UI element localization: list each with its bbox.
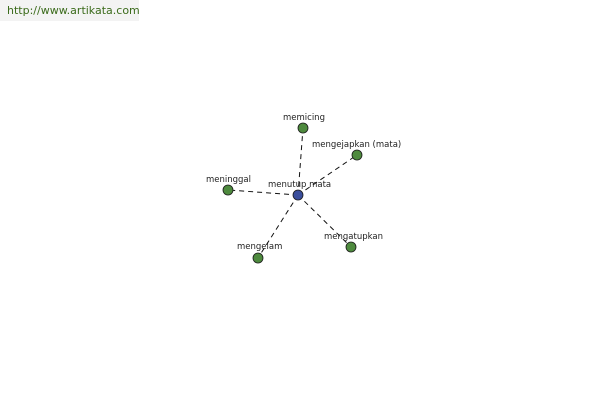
label-mengelam: mengelam — [237, 242, 282, 252]
label-meninggal: meninggal — [206, 175, 251, 185]
node-meninggal[interactable] — [222, 184, 234, 196]
edge-mengelam — [257, 194, 299, 259]
label-mengejapkan: mengejapkan (mata) — [312, 140, 401, 150]
watermark-url[interactable]: http://www.artikata.com — [7, 4, 140, 17]
graph-nodes — [222, 122, 363, 264]
node-mengejapkan[interactable] — [351, 149, 363, 161]
label-mengatupkan: mengatupkan — [324, 232, 383, 242]
graph-edges — [227, 127, 358, 259]
node-memicing[interactable] — [297, 122, 309, 134]
node-mengelam[interactable] — [252, 252, 264, 264]
edge-mengejapkan — [297, 154, 358, 196]
node-center[interactable] — [292, 189, 304, 201]
edge-mengatupkan — [297, 194, 352, 248]
node-mengatupkan[interactable] — [345, 241, 357, 253]
label-center: menutup mata — [268, 180, 331, 190]
graph-labels: memicing mengejapkan (mata) meninggal me… — [206, 113, 401, 252]
watermark-banner: http://www.artikata.com — [0, 0, 140, 21]
label-memicing: memicing — [283, 113, 325, 123]
edge-memicing — [297, 127, 304, 196]
edge-meninggal — [227, 189, 299, 196]
